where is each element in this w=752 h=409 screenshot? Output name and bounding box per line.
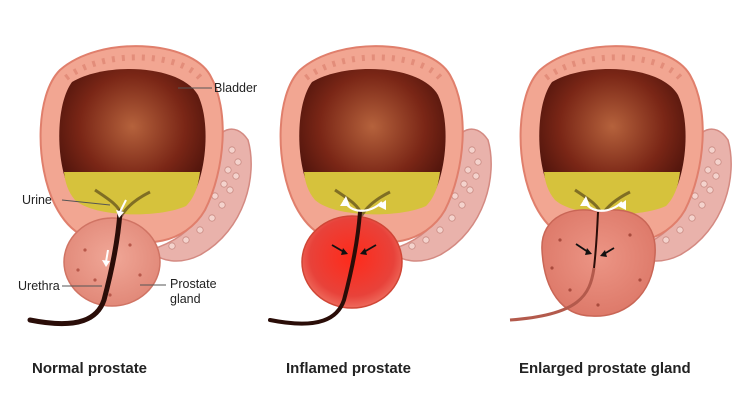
caption-normal: Normal prostate <box>32 360 148 377</box>
panel-enlarged <box>509 46 731 322</box>
bladder-label: Bladder <box>214 81 258 95</box>
prostate-label-line2: gland <box>170 292 201 306</box>
panel-inflamed <box>268 46 491 326</box>
prostate-label: Prostate gland <box>170 277 217 307</box>
prostate-label-line1: Prostate <box>170 277 217 291</box>
leader-lines <box>61 87 212 287</box>
caption-enlarged: Enlarged prostate gland <box>519 360 691 377</box>
panel-normal <box>27 46 251 326</box>
caption-inflamed: Inflamed prostate <box>286 360 412 377</box>
urethra-label: Urethra <box>18 279 60 293</box>
urine-label: Urine <box>22 193 52 207</box>
